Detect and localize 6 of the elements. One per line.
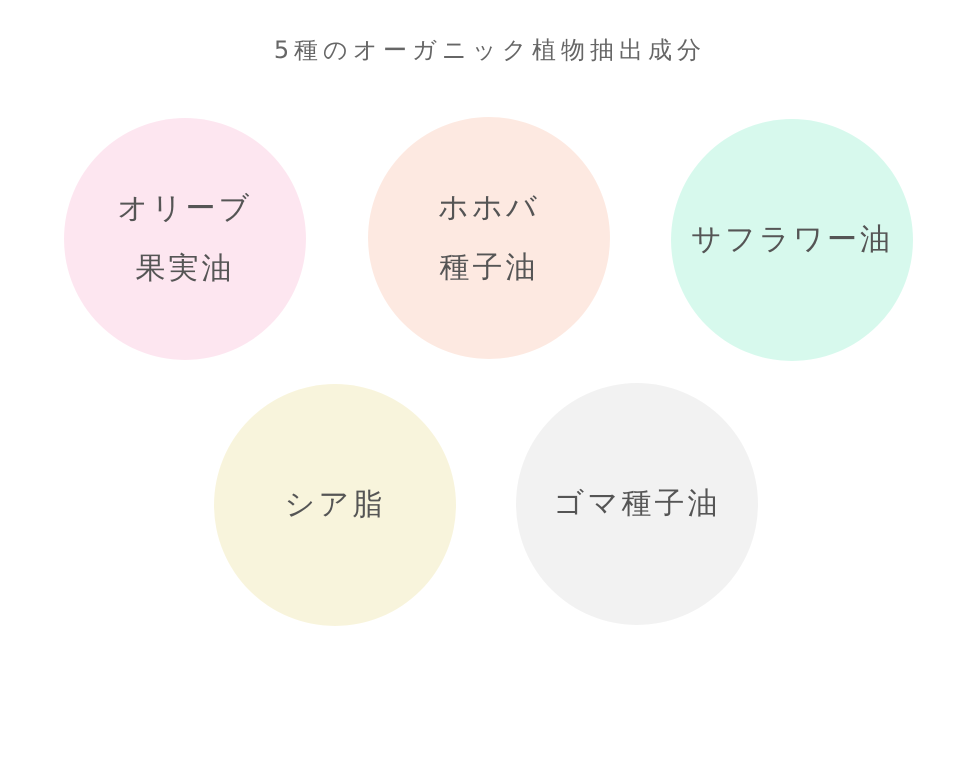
node-label: サフラワー油 xyxy=(691,221,893,259)
node-label: ホホバ種子油 xyxy=(437,189,541,287)
node-label: ゴマ種子油 xyxy=(554,485,720,523)
title: 5種のオーガニック植物抽出成分 xyxy=(272,35,708,66)
node-label: シア脂 xyxy=(284,486,386,524)
node-label: オリーブ果実油 xyxy=(116,190,254,288)
